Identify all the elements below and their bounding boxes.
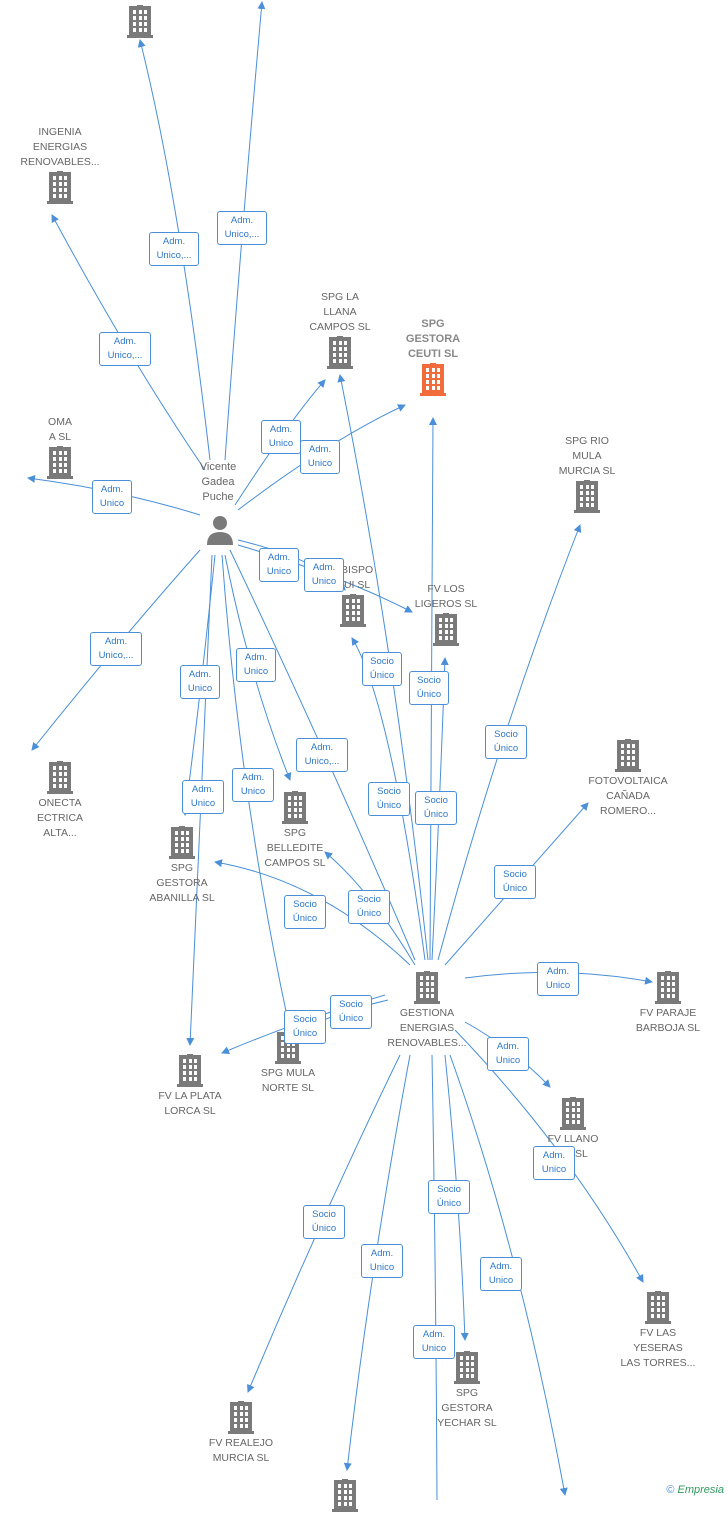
company-label: FV LAS YESERAS LAS TORRES...: [620, 1327, 696, 1369]
company-node-oma[interactable]: OMA A SL: [0, 415, 120, 481]
company-label: FV LA PLATA LORCA SL: [158, 1090, 222, 1117]
relation-badge[interactable]: Adm. Unico,...: [149, 232, 199, 266]
relation-badge[interactable]: Adm. Unico: [487, 1037, 529, 1071]
company-label: ONECTA ECTRICA ALTA...: [36, 797, 84, 839]
building-icon: [80, 4, 200, 40]
person-icon[interactable]: [205, 515, 235, 545]
company-label: FV LOS LIGEROS SL: [414, 583, 478, 610]
building-icon: [0, 445, 120, 481]
relation-badge[interactable]: Socio Único: [348, 890, 390, 924]
building-icon: [367, 970, 487, 1006]
company-node-fv-ligeros[interactable]: FV LOS LIGEROS SL: [386, 582, 506, 648]
building-icon: [386, 612, 506, 648]
company-node-top-left[interactable]: [80, 4, 200, 40]
company-node-ingenia[interactable]: INGENIA ENERGIAS RENOVABLES...: [0, 125, 120, 206]
company-label: SPG GESTORA YECHAR SL: [437, 1387, 497, 1429]
company-label: FOTOVOLTAICA CAÑADA ROMERO...: [588, 775, 668, 817]
company-label: GESTIONA ENERGIAS RENOVABLES...: [387, 1007, 467, 1049]
building-icon: [598, 1290, 718, 1326]
company-label: FV REALEJO MURCIA SL: [208, 1437, 274, 1464]
company-node-spg-ceuti[interactable]: SPG GESTORA CEUTI SL: [373, 317, 493, 398]
company-node-spg-llana[interactable]: SPG LA LLANA CAMPOS SL: [280, 290, 400, 371]
company-node-gestiona[interactable]: GESTIONA ENERGIAS RENOVABLES...: [367, 970, 487, 1051]
company-label: OMA A SL: [48, 416, 72, 443]
company-label: SPG RIO MULA MURCIA SL: [558, 435, 616, 477]
company-node-fv-barboja[interactable]: FV PARAJE BARBOJA SL: [608, 970, 728, 1036]
company-node-fv-llano[interactable]: FV LLANO LO SL: [513, 1096, 633, 1162]
company-label: SPG GESTORA CEUTI SL: [405, 318, 461, 360]
company-node-fv-yeseras[interactable]: FV LAS YESERAS LAS TORRES...: [598, 1290, 718, 1371]
brand-logo: © Empresia: [666, 1484, 724, 1496]
building-icon: [513, 1096, 633, 1132]
relation-badge[interactable]: Adm. Unico: [361, 1244, 403, 1278]
relation-badge[interactable]: Socio Único: [485, 725, 527, 759]
relation-badge[interactable]: Adm. Unico: [300, 440, 340, 474]
company-node-spg-belledite[interactable]: SPG BELLEDITE CAMPOS SL: [235, 790, 355, 871]
building-icon: [527, 479, 647, 515]
company-label: SPG BELLEDITE CAMPOS SL: [264, 827, 326, 869]
company-node-spg-abanilla[interactable]: SPG GESTORA ABANILLA SL: [122, 825, 242, 906]
building-icon: [0, 760, 120, 796]
relation-badge[interactable]: Adm. Unico: [259, 548, 299, 582]
relation-badge[interactable]: Adm. Unico: [92, 480, 132, 514]
relation-badge[interactable]: Adm. Unico: [537, 962, 579, 996]
building-icon: [407, 1350, 527, 1386]
edge: [431, 1054, 438, 1500]
relation-badge[interactable]: Socio Único: [284, 1010, 326, 1044]
building-icon: [181, 1400, 301, 1436]
company-label: INGENIA ENERGIAS RENOVABLES...: [20, 126, 100, 168]
company-label: SPG GESTORA ABANILLA SL: [149, 862, 215, 904]
relation-badge[interactable]: Adm. Unico,...: [90, 632, 142, 666]
relation-badge[interactable]: Socio Único: [415, 791, 457, 825]
relation-badge[interactable]: Adm. Unico: [182, 780, 224, 814]
company-label: SPG LA LLANA CAMPOS SL: [309, 291, 371, 333]
company-node-spg-rio-mula[interactable]: SPG RIO MULA MURCIA SL: [527, 434, 647, 515]
building-icon: [293, 593, 413, 629]
relation-badge[interactable]: Adm. Unico: [261, 420, 301, 454]
company-node-conecta[interactable]: ONECTA ECTRICA ALTA...: [0, 760, 120, 841]
building-icon: [130, 1053, 250, 1089]
company-node-spg-yechar[interactable]: SPG GESTORA YECHAR SL: [407, 1350, 527, 1431]
building-icon: [568, 738, 688, 774]
building-icon: [285, 1478, 405, 1514]
building-icon: [608, 970, 728, 1006]
edge: [351, 637, 426, 961]
building-icon: [280, 335, 400, 371]
relation-badge[interactable]: Adm. Unico: [480, 1257, 522, 1291]
relation-badge[interactable]: Adm. Unico: [413, 1325, 455, 1359]
relation-badge[interactable]: Socio Único: [330, 995, 372, 1029]
company-node-fv-realejo[interactable]: FV REALEJO MURCIA SL: [181, 1400, 301, 1466]
company-node-bottom-mid[interactable]: [285, 1478, 405, 1514]
relation-badge[interactable]: Adm. Unico,...: [99, 332, 151, 366]
relation-badge[interactable]: Socio Único: [284, 895, 326, 929]
relation-badge[interactable]: Socio Único: [494, 865, 536, 899]
relation-badge[interactable]: Adm. Unico: [533, 1146, 575, 1180]
company-label: SPG MULA NORTE SL: [260, 1067, 316, 1094]
company-label: FV PARAJE BARBOJA SL: [635, 1007, 701, 1034]
building-icon: [122, 825, 242, 861]
relation-badge[interactable]: Socio Único: [428, 1180, 470, 1214]
relation-badge[interactable]: Adm. Unico: [232, 768, 274, 802]
company-node-fv-plata[interactable]: FV LA PLATA LORCA SL: [130, 1053, 250, 1119]
building-icon: [0, 170, 120, 206]
edge: [137, 39, 211, 461]
relation-badge[interactable]: Adm. Unico: [304, 558, 344, 592]
relation-badge[interactable]: Socio Único: [362, 652, 402, 686]
relation-badge[interactable]: Adm. Unico,...: [217, 211, 267, 245]
relation-badge[interactable]: Adm. Unico: [180, 665, 220, 699]
relation-badge[interactable]: Socio Único: [368, 782, 410, 816]
building-icon: [235, 790, 355, 826]
person-name[interactable]: Vicente Gadea Puche: [199, 461, 237, 503]
relation-badge[interactable]: Socio Único: [303, 1205, 345, 1239]
relation-badge[interactable]: Adm. Unico: [236, 648, 276, 682]
relation-badge[interactable]: Socio Único: [409, 671, 449, 705]
company-node-fotovoltaica[interactable]: FOTOVOLTAICA CAÑADA ROMERO...: [568, 738, 688, 819]
building-icon: [373, 362, 493, 398]
relation-badge[interactable]: Adm. Unico,...: [296, 738, 348, 772]
